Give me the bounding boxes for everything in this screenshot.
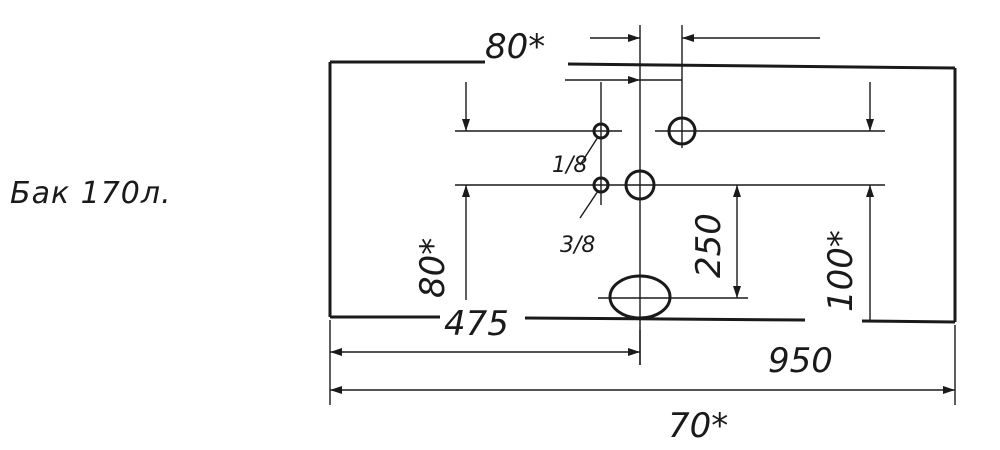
center-lines	[455, 25, 885, 365]
dim-70-label: 70*	[668, 406, 728, 446]
dim-top-label: 80*	[485, 27, 545, 67]
dim-475-label: 475	[444, 304, 509, 344]
tank-title: Бак 170л.	[10, 176, 172, 211]
dim-950-label: 950	[768, 341, 833, 381]
dim-left: 80*	[413, 82, 470, 300]
dim-right: 100*	[821, 82, 874, 320]
dim-250: 250	[689, 185, 741, 298]
leader-upper	[579, 136, 599, 166]
dim-right-label: 100*	[821, 230, 861, 312]
tank-outline	[328, 60, 957, 324]
dim-left-label: 80*	[413, 238, 453, 298]
dim-overall: 950 70*	[329, 320, 956, 446]
hole-small-upper	[592, 122, 610, 140]
hole-drain	[608, 274, 672, 320]
hole-small-lower	[592, 176, 610, 194]
holes	[592, 116, 697, 320]
dim-475: 475	[330, 304, 640, 356]
fitting-lower-label: 3/8	[560, 233, 595, 258]
dim-250-label: 250	[689, 213, 729, 278]
dim-top: 80*	[485, 27, 820, 84]
hole-large-lower	[624, 169, 656, 201]
leader-lower	[579, 190, 599, 219]
hole-large-upper	[667, 116, 697, 146]
fitting-upper-label: 1/8	[552, 153, 587, 178]
